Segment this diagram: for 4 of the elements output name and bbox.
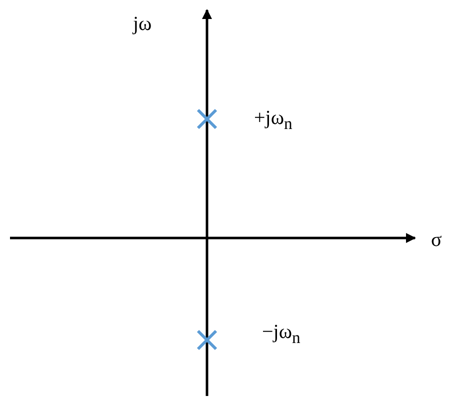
axis-label: σ [431, 230, 442, 250]
pole-label: −jω$_{n}$ [262, 322, 300, 347]
axis-label: jω [133, 14, 152, 34]
pole-label: +jω$_{n}$ [254, 108, 292, 133]
